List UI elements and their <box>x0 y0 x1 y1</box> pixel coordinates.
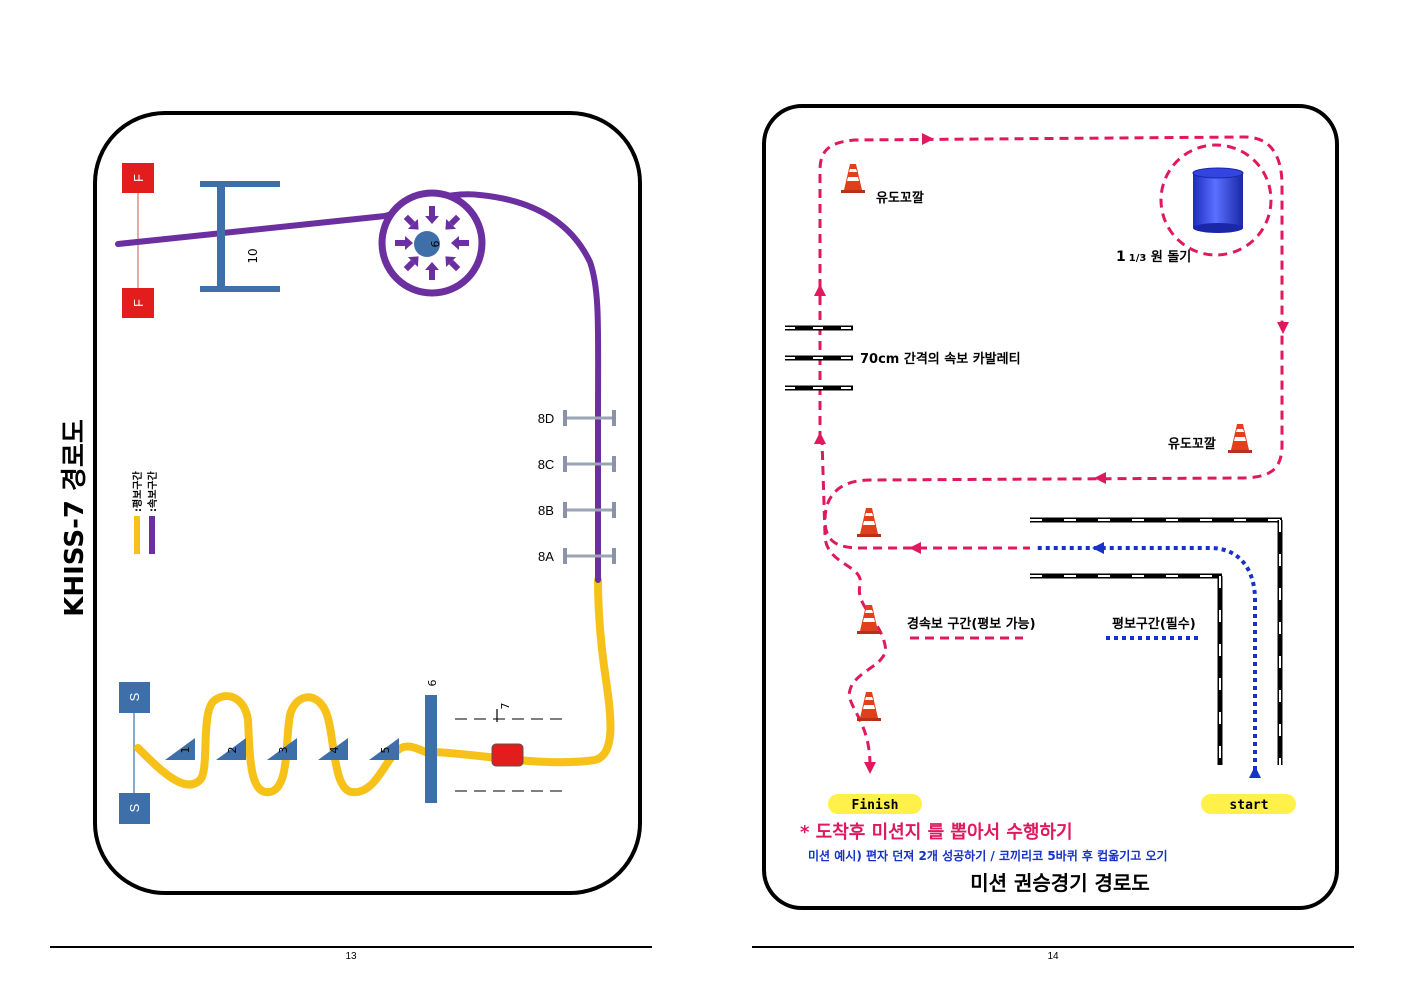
gate-6 <box>425 695 437 803</box>
svg-text:F: F <box>131 299 146 307</box>
walk-path <box>134 576 615 797</box>
cavaletti-label: 70cm 간격의 속보 카발레티 <box>860 351 1021 367</box>
cone-1 <box>165 738 195 760</box>
cone-triangles: 1 2 3 4 5 <box>165 738 399 760</box>
cavaletti-8d-label: 8D <box>538 411 555 426</box>
legend-fast-swatch <box>149 516 155 554</box>
finish-marker-bottom <box>122 288 154 318</box>
right-page-number: 14 <box>1047 951 1059 962</box>
start-markers: S S <box>119 682 150 824</box>
cone-3 <box>267 738 297 760</box>
circle-arrows <box>395 206 469 280</box>
svg-text:F: F <box>131 174 146 182</box>
right-title: 미션 권승경기 경로도 <box>970 871 1150 895</box>
cavaletti-8a-label: 8A <box>538 549 554 564</box>
pink-path-exit <box>820 439 887 766</box>
barrel-circle-path <box>1159 143 1273 257</box>
legend-walk-label: :평보구간 <box>131 470 144 512</box>
svg-text:3: 3 <box>277 747 290 754</box>
gate-6-label: 6 <box>426 680 439 687</box>
fast-zone-label: 경속보 구간(평보 가능) <box>907 616 1036 632</box>
legend: :평보구간 :속보구간 <box>131 470 159 554</box>
blue-arrow-left <box>1092 542 1104 554</box>
circle-9-label: 9 <box>428 241 441 248</box>
left-page-number: 13 <box>345 951 357 962</box>
walk-corridor <box>1030 517 1283 765</box>
finish-pill <box>828 794 922 814</box>
barrel <box>1192 167 1244 233</box>
pink-arrows <box>814 133 1289 774</box>
svg-text:S: S <box>127 803 142 812</box>
cone-right-label: 유도꼬깔 <box>1168 437 1216 452</box>
arena-boundary-right <box>762 104 1339 910</box>
cone-top-label: 유도꼬깔 <box>876 191 924 206</box>
cavaletti-8c-label: 8C <box>538 457 555 472</box>
walk-zone-label: 평보구간(필수) <box>1112 616 1196 632</box>
svg-text:1: 1 <box>179 747 192 754</box>
gate-10: 10 <box>200 181 280 292</box>
pink-path-main <box>818 135 1284 550</box>
blue-walk-path <box>1035 546 1257 770</box>
box-7-label: 7 <box>499 703 512 710</box>
circle-9: 9 <box>378 189 486 297</box>
legend-fast-label: :속보구간 <box>146 470 159 512</box>
cone-5 <box>369 738 399 760</box>
svg-text:5: 5 <box>379 747 392 754</box>
cavaletti-8b-label: 8B <box>538 503 554 518</box>
blue-arrow-start <box>1249 766 1261 778</box>
finish-marker-top <box>122 163 154 193</box>
legend-walk-swatch <box>134 516 140 554</box>
mission-note: * 도착후 미션지 를 뽑아서 수행하기 <box>800 822 1073 843</box>
svg-text:2: 2 <box>226 747 239 754</box>
box-7 <box>491 743 524 767</box>
cone-2 <box>216 738 246 760</box>
arena-boundary-left <box>93 111 642 895</box>
cone-4 <box>318 738 348 760</box>
cavaletti-group: 8A 8B 8C 8D <box>538 410 616 564</box>
left-page: KHISS-7 경로도 :평보구간 :속보구간 F F S S <box>50 111 652 962</box>
svg-text:4: 4 <box>328 747 341 754</box>
mission-example: 미션 예시) 편자 던져 2개 성공하기 / 코끼리코 5바퀴 후 컵옮기고 오… <box>808 848 1168 863</box>
gate-10-label: 10 <box>246 248 260 263</box>
start-marker-bottom <box>119 793 150 824</box>
start-marker-top <box>119 682 150 713</box>
svg-text:S: S <box>127 692 142 701</box>
finish-text: Finish <box>852 798 899 813</box>
start-pill <box>1201 794 1296 814</box>
start-text: start <box>1229 798 1268 813</box>
left-title: KHISS-7 경로도 <box>60 419 90 617</box>
cavaletti-bars-right <box>785 325 853 391</box>
